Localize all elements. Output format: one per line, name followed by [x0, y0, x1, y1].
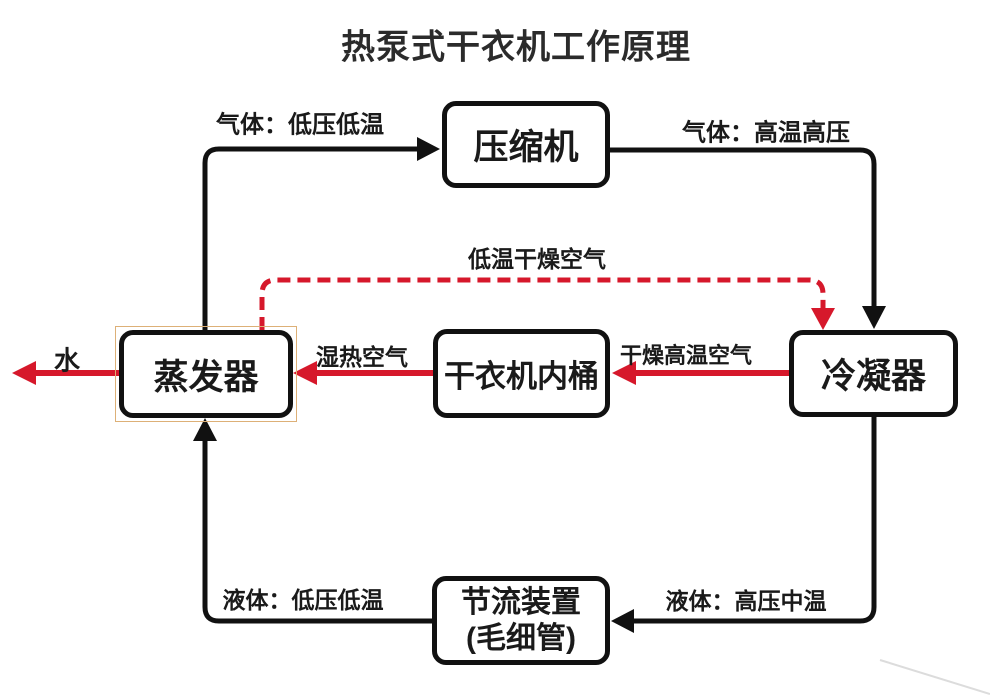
evaporator-highlight-frame — [115, 326, 297, 422]
connector-evaporator-to-compressor — [202, 146, 418, 330]
arrowhead-left-into-evaporator-icon — [293, 361, 317, 385]
connector-throttle-to-evaporator — [202, 441, 432, 624]
flow-label-cold-dry-air: 低温干燥空气 — [468, 246, 606, 272]
arrowhead-left-into-drum-icon — [612, 361, 636, 385]
flow-label-gas-high: 气体：高温高压 — [682, 119, 850, 147]
connector-compressor-to-condenser — [610, 147, 877, 306]
corner-artifact-line — [879, 659, 990, 695]
flow-label-humid-hot-air: 湿热空气 — [316, 344, 408, 370]
flow-label-liquid-high: 液体：高压中温 — [665, 588, 827, 614]
node-compressor-label: 压缩机 — [473, 128, 579, 167]
arrowhead-up-into-evaporator-icon — [193, 418, 217, 441]
node-drum: 干衣机内桶 — [433, 329, 610, 418]
node-evaporator: 蒸发器 — [119, 330, 293, 418]
node-condenser: 冷凝器 — [789, 330, 958, 417]
page-title: 热泵式干衣机工作原理 — [341, 28, 691, 67]
arrowhead-left-into-throttle-icon — [611, 609, 634, 633]
node-throttle-label-line1: 节流装置 — [461, 585, 581, 619]
flow-label-dry-hot-air: 干燥高温空气 — [619, 343, 753, 368]
arrowhead-right-into-compressor-icon — [417, 137, 440, 161]
node-compressor: 压缩机 — [442, 101, 610, 188]
connector-condenser-to-throttle — [634, 417, 877, 624]
flow-label-water: 水 — [53, 345, 81, 376]
arrowhead-down-dashed-into-condenser-icon — [811, 308, 835, 330]
node-drum-label: 干衣机内桶 — [444, 359, 599, 394]
arrowhead-down-into-condenser-icon — [862, 306, 886, 329]
flow-label-gas-low: 气体：低压低温 — [216, 111, 384, 139]
node-condenser-label: 冷凝器 — [820, 357, 926, 396]
arrowhead-left-water-out-icon — [12, 361, 36, 385]
node-throttle: 节流装置 (毛细管) — [432, 576, 610, 665]
node-throttle-label-line2: (毛细管) — [466, 621, 576, 655]
flow-label-liquid-low: 液体：低压低温 — [222, 587, 384, 613]
connector-evaporator-to-condenser-dashed — [259, 277, 826, 330]
node-evaporator-label: 蒸发器 — [153, 357, 259, 397]
